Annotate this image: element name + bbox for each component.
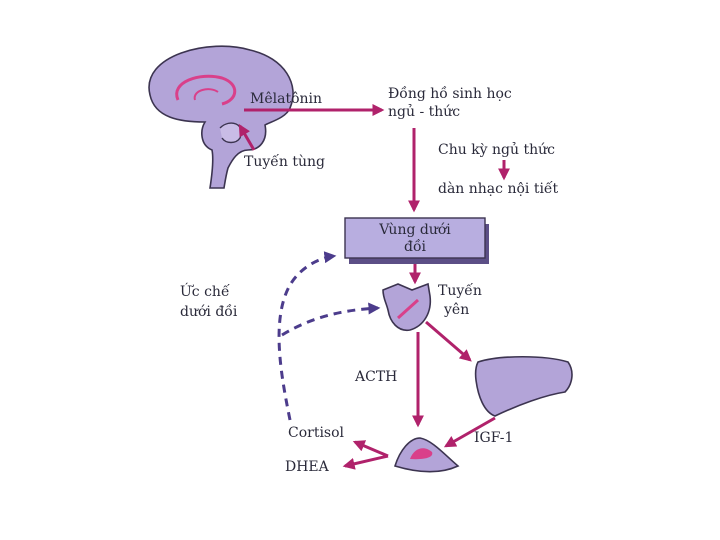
pituitary-illustration bbox=[382, 282, 432, 332]
biological-clock-label-line2: ngủ - thức bbox=[388, 103, 460, 120]
sleep-cycle-label: Chu kỳ ngủ thức bbox=[438, 141, 555, 158]
arrow-liver-to-adrenal bbox=[443, 416, 496, 448]
pituitary-label-line2: yên bbox=[443, 302, 469, 318]
dhea-label: DHEA bbox=[285, 459, 330, 475]
hypothalamus-box: Vùng dưới đồi bbox=[344, 217, 489, 264]
pituitary-label-line1: Tuyến bbox=[438, 282, 482, 299]
igf1-label: IGF-1 bbox=[474, 430, 513, 446]
feedback-arrow-to-hypothalamus bbox=[277, 251, 337, 421]
arrow-pineal-pointer bbox=[238, 123, 256, 151]
hypothalamus-label-line2: đồi bbox=[404, 238, 427, 255]
liver-illustration bbox=[474, 355, 573, 417]
brain-illustration bbox=[148, 45, 294, 189]
acth-label: ACTH bbox=[354, 369, 397, 385]
hypothalamus-label-line1: Vùng dưới bbox=[378, 222, 451, 238]
cortisol-label: Cortisol bbox=[288, 425, 345, 441]
inhibit-label-line1: Ức chế bbox=[180, 282, 230, 300]
endocrine-orchestra-label: dàn nhạc nội tiết bbox=[438, 180, 559, 197]
biological-clock-label-line1: Đồng hồ sinh học bbox=[388, 85, 512, 102]
arrow-adrenal-outputs bbox=[352, 440, 389, 458]
inhibit-label-line2: dưới đồi bbox=[180, 303, 238, 320]
adrenal-illustration bbox=[393, 437, 460, 473]
feedback-arrow-to-pituitary bbox=[281, 302, 381, 337]
melatonin-label: Mêlatônin bbox=[250, 91, 322, 107]
arrow-pituitary-to-liver bbox=[425, 320, 472, 362]
pineal-label: Tuyến tùng bbox=[244, 153, 325, 170]
arrow-adrenal-outputs-dhea bbox=[342, 454, 389, 470]
